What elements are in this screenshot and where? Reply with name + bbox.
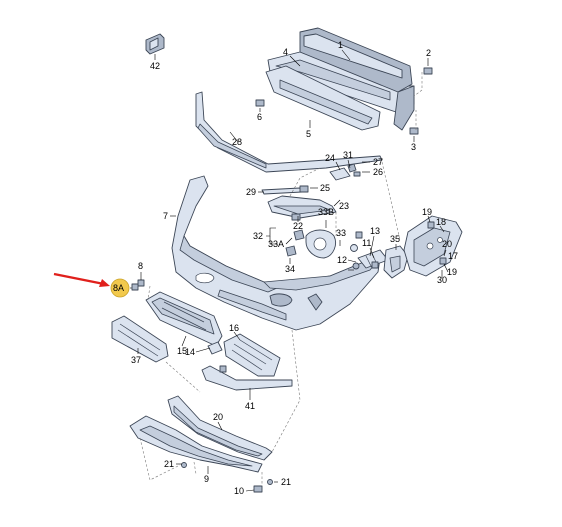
part-15-lower-grille — [145, 291, 223, 355]
callout-18: 18 — [436, 217, 446, 227]
callout-15: 15 — [177, 346, 187, 356]
callout-33b: 33B — [318, 207, 334, 217]
part-37-grille — [111, 315, 169, 363]
callout-19-bottom: 19 — [447, 267, 457, 277]
callout-11: 11 — [362, 238, 371, 248]
part-28-upper-strip — [195, 91, 383, 173]
callout-31: 31 — [343, 150, 353, 160]
callout-30: 30 — [437, 275, 447, 285]
part-22-bracket — [267, 195, 337, 219]
callout-17: 17 — [448, 251, 458, 261]
callout-12: 12 — [337, 255, 347, 265]
callout-13: 13 — [370, 226, 380, 236]
callout-26: 26 — [373, 167, 383, 177]
callout-9: 9 — [204, 474, 209, 484]
part-34-sensor — [285, 244, 358, 257]
callout-8a: 8A — [113, 283, 124, 293]
callout-labels: 42 4 1 2 6 5 3 28 24 31 27 26 25 29 22 2… — [113, 40, 458, 496]
callout-20-bottom: 20 — [213, 412, 223, 422]
part-7-bumper-cover — [171, 175, 381, 331]
callout-5: 5 — [306, 129, 311, 139]
part-41-trim-strip — [201, 365, 293, 391]
part-16-fog-grille — [223, 333, 281, 377]
callout-20-side: 20 — [442, 239, 452, 249]
callout-42: 42 — [150, 61, 160, 71]
callout-8a-badge — [110, 278, 139, 298]
callout-34: 34 — [285, 264, 295, 274]
callout-33: 33 — [336, 228, 346, 238]
callout-24: 24 — [325, 153, 335, 163]
callout-14: 14 — [185, 347, 195, 357]
part-35-side-trim — [383, 245, 409, 279]
callout-29: 29 — [246, 187, 256, 197]
callout-21-left: 21 — [164, 459, 174, 469]
callout-28: 28 — [232, 137, 242, 147]
callout-23: 23 — [339, 201, 349, 211]
callout-41: 41 — [245, 401, 255, 411]
callout-27: 27 — [373, 157, 383, 167]
leader-lines — [130, 49, 449, 492]
part-29-strip — [261, 187, 303, 195]
callout-10: 10 — [234, 486, 244, 496]
part-33b-sensor-holder — [293, 229, 336, 259]
callout-3: 3 — [411, 142, 416, 152]
callout-25: 25 — [320, 183, 330, 193]
part-24-retainer — [329, 163, 357, 181]
callout-19-top: 19 — [422, 207, 432, 217]
callout-16: 16 — [229, 323, 239, 333]
callout-37: 37 — [131, 355, 141, 365]
callout-1: 1 — [338, 40, 343, 50]
dashed-assembly-lines — [139, 72, 423, 486]
part-9-diffuser — [129, 415, 263, 473]
callout-8: 8 — [138, 261, 143, 271]
callout-6: 6 — [257, 112, 262, 122]
callout-35: 35 — [390, 234, 400, 244]
part-20-lower-spoiler — [167, 395, 273, 461]
callout-7: 7 — [163, 211, 168, 221]
highlight-arrow — [53, 272, 110, 287]
part-42-clip — [145, 33, 165, 58]
part-18-side-bracket — [403, 215, 463, 277]
callout-33a: 33A — [268, 239, 284, 249]
callout-22: 22 — [293, 221, 303, 231]
part-4-impact-bar — [267, 27, 415, 131]
callout-32: 32 — [253, 231, 263, 241]
callout-21-right: 21 — [281, 477, 291, 487]
part-5-energy-absorber — [265, 65, 381, 131]
callout-4: 4 — [283, 47, 288, 57]
callout-2: 2 — [426, 48, 431, 58]
